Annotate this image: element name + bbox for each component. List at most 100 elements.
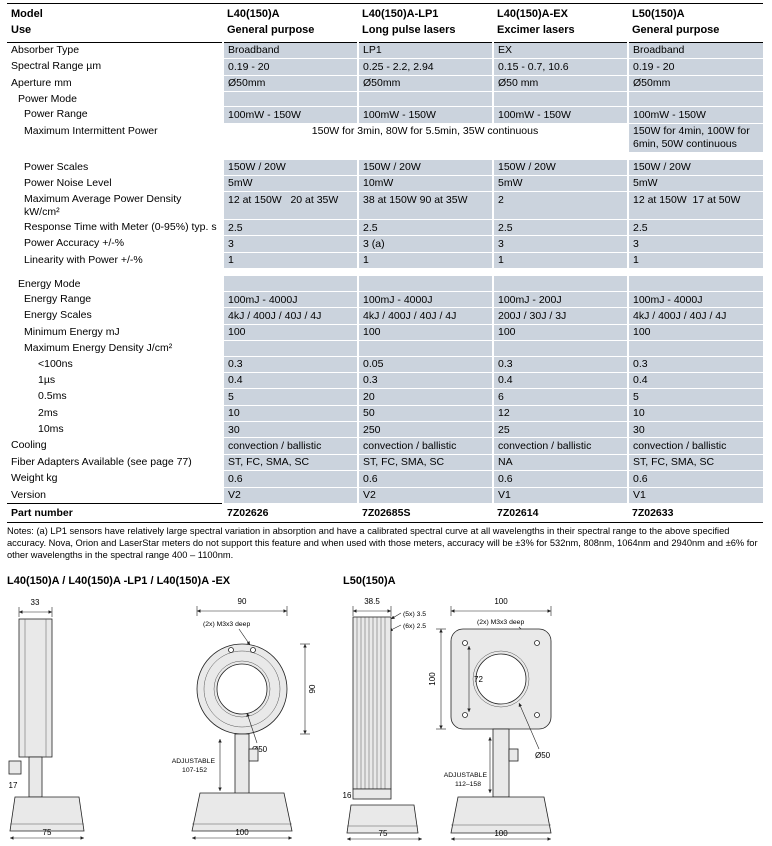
dim-front-height: 90: [300, 643, 317, 735]
row-label: Maximum Energy Density J/cm²: [7, 340, 223, 357]
value-cell: 3 (a): [357, 235, 493, 253]
value-cell: 1: [357, 252, 493, 270]
merged-value-cell: 150W for 3min, 80W for 5.5min, 35W conti…: [223, 123, 628, 153]
row-label: Response Time with Meter (0-95%) typ. s: [7, 219, 223, 236]
row-label: Weight kg: [7, 470, 223, 488]
value-cell: 5mW: [492, 175, 628, 193]
value-cell: 100mW - 150W: [492, 106, 628, 124]
value-cell: V2: [222, 487, 358, 504]
svg-text:16: 16: [343, 791, 352, 800]
value-cell: 25: [492, 421, 628, 439]
value-cell: 10: [627, 405, 763, 423]
value-cell: General purpose: [628, 22, 763, 43]
row-label: 0.5ms: [7, 388, 223, 406]
base-front: [191, 792, 293, 832]
value-cell: Broadband: [222, 42, 358, 60]
row-label: 1µs: [7, 372, 223, 389]
value-cell: 3: [492, 235, 628, 253]
table-row: Fiber Adapters Available (see page 77)ST…: [7, 454, 763, 472]
l50-side-view: 38.5 (5x) 3.5 (6x) 2.5: [343, 597, 426, 841]
value-cell: 1: [492, 252, 628, 270]
row-label: Use: [7, 22, 223, 43]
drawing-title-l50: L50(150)A: [343, 575, 396, 588]
value-cell: 50: [357, 405, 493, 423]
value-cell: 0.4: [627, 372, 763, 390]
value-cell: 100mW - 150W: [222, 106, 358, 124]
value-cell: 0.6: [627, 470, 763, 488]
value-cell: 7Z02685S: [358, 502, 493, 524]
value-cell: [357, 340, 493, 357]
aperture-circle: [475, 653, 527, 705]
post-side: [28, 756, 43, 798]
fin-spacing-notes: (5x) 3.5 (6x) 2.5: [388, 611, 426, 632]
svg-text:38.5: 38.5: [364, 597, 380, 606]
value-cell: V1: [627, 487, 763, 504]
value-cell: V2: [357, 487, 493, 504]
screw-hole-icon: [534, 640, 540, 647]
row-label: Maximum Intermittent Power: [7, 123, 223, 153]
svg-text:100: 100: [428, 672, 437, 686]
value-cell: 5mW: [627, 175, 763, 193]
sensor-body-side: [18, 618, 53, 758]
value-cell: 0.6: [222, 470, 358, 488]
value-cell: 6: [492, 388, 628, 406]
svg-text:90: 90: [308, 684, 317, 693]
value-cell: 100mJ - 200J: [492, 291, 628, 309]
value-cell: 100mJ - 4000J: [627, 291, 763, 309]
aperture-circle: [216, 663, 268, 715]
value-cell: 2: [492, 191, 628, 221]
heatsink-body: [352, 616, 392, 790]
heatsink-foot: [352, 788, 392, 800]
value-cell: 100: [627, 324, 763, 342]
drawing-title-l40: L40(150)A / L40(150)A -LP1 / L40(150)A -…: [7, 575, 231, 588]
value-cell: 10: [222, 405, 358, 423]
value-cell: 100: [492, 324, 628, 342]
dim-foot-height: 16: [343, 791, 352, 800]
row-label: Linearity with Power +/-%: [7, 252, 223, 269]
row-label: Fiber Adapters Available (see page 77): [7, 454, 223, 471]
value-cell: 100: [222, 324, 358, 342]
row-label: Minimum Energy mJ: [7, 324, 223, 341]
row-label: Power Scales: [7, 159, 223, 176]
l40-drawing: 33 17 75: [9, 597, 317, 840]
value-cell: 2.5: [627, 219, 763, 237]
row-label: Power Accuracy +/-%: [7, 235, 223, 253]
l40-side-view: 33 17 75: [9, 598, 85, 840]
value-cell: ST, FC, SMA, SC: [357, 454, 493, 472]
base-front: [450, 796, 552, 834]
dimension-drawings: L40(150)A / L40(150)A -LP1 / L40(150)A -…: [7, 575, 765, 843]
dim-front-width: 90: [196, 597, 288, 617]
value-cell: 12 at 150W 20 at 35W: [222, 191, 358, 221]
row-label: 10ms: [7, 421, 223, 438]
table-row: Maximum Energy Density J/cm²: [7, 340, 763, 357]
value-cell: 0.25 - 2.2, 2.94: [357, 58, 493, 76]
value-cell: 0.6: [357, 470, 493, 488]
value-cell: 0.3: [357, 372, 493, 390]
row-label: Power Mode: [7, 91, 223, 107]
value-cell: 10mW: [357, 175, 493, 193]
row-label: Energy Scales: [7, 307, 223, 325]
value-cell: Ø50 mm: [492, 75, 628, 93]
adjust-knob: [508, 748, 519, 762]
value-cell: 100: [357, 324, 493, 342]
table-row: [7, 152, 763, 160]
value-cell: 7Z02633: [628, 502, 763, 524]
value-cell: Ø50mm: [627, 75, 763, 93]
svg-text:112–158: 112–158: [455, 781, 481, 788]
svg-text:72: 72: [474, 675, 483, 684]
value-cell: ST, FC, SMA, SC: [222, 454, 358, 472]
row-label: Cooling: [7, 437, 223, 455]
drawing-group-l50: L50(150)A 38.5 (5x) 3.5: [343, 575, 597, 843]
value-cell: 150W / 20W: [627, 159, 763, 176]
value-cell: 7Z02614: [493, 502, 628, 524]
value-cell: 12: [492, 405, 628, 423]
